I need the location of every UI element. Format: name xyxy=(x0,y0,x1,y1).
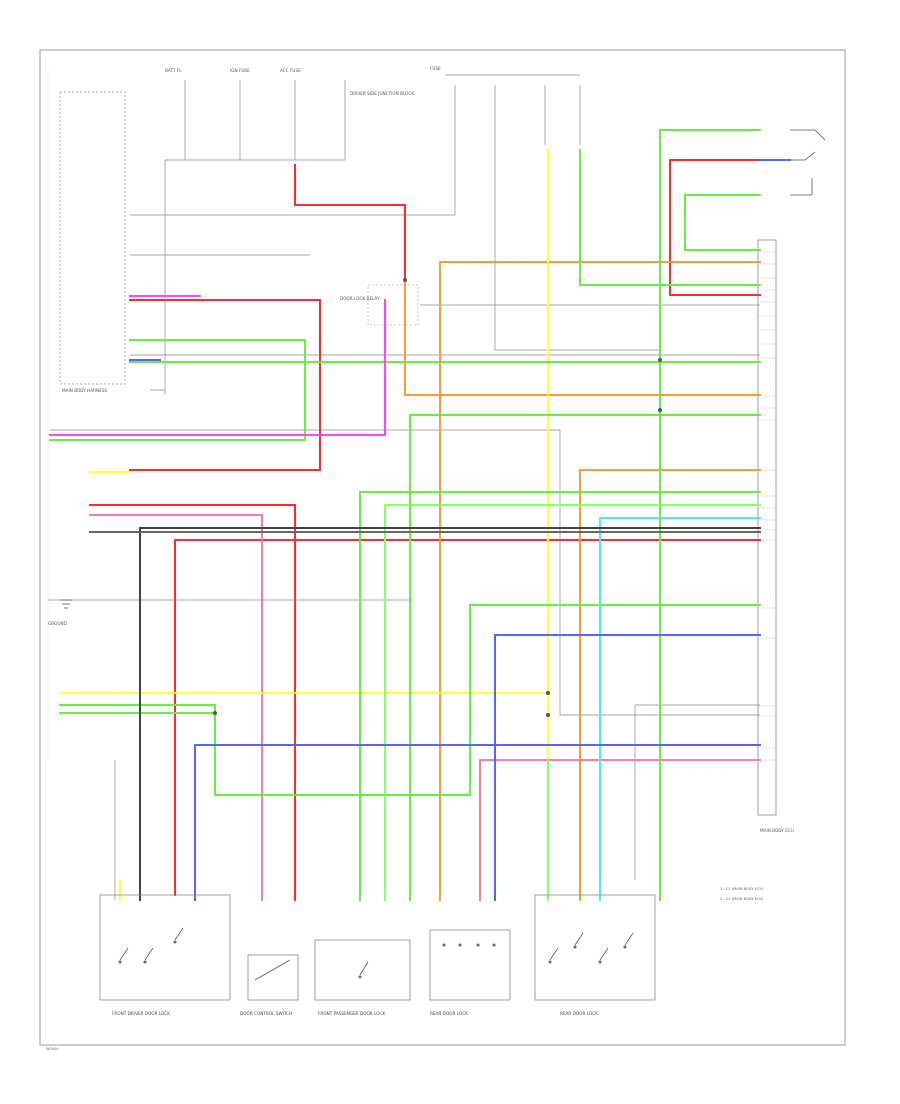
diagram-frame xyxy=(39,49,846,1046)
wire-blue-1 xyxy=(194,744,761,901)
terminal-dots xyxy=(118,940,627,979)
wire-green-1 xyxy=(579,149,761,286)
label-bottom-3: FRONT PASSENGER DOOR LOCK xyxy=(318,1011,385,1016)
wire-orange-3 xyxy=(579,469,761,901)
wire-red-right xyxy=(669,159,761,296)
top-feed-lines xyxy=(48,74,760,900)
wire-lightgreen xyxy=(384,504,761,901)
wire-cyan xyxy=(599,517,761,901)
wire-orange-1 xyxy=(404,279,761,396)
figure-id: W0000 xyxy=(46,1047,59,1051)
wire-blue-2 xyxy=(494,634,761,901)
label-harness-left: MAIN BODY HARNESS xyxy=(62,388,108,393)
ground-icon xyxy=(60,599,72,609)
label-bottom-5: REAR DOOR LOCK xyxy=(560,1011,598,1016)
wire-green-3 xyxy=(359,491,761,901)
junction-dots xyxy=(213,278,662,717)
label-bottom-1: FRONT DRIVER DOOR LOCK xyxy=(112,1011,170,1016)
wire-orange-2 xyxy=(439,261,761,901)
label-bottom-4: REAR DOOR LOCK xyxy=(430,1011,468,1016)
label-c1-note: 1 : C1 (MAIN BODY ECU) xyxy=(720,887,764,891)
label-ground: GROUND xyxy=(48,621,67,626)
component-rear-lock-left xyxy=(429,929,511,1001)
wire-magenta xyxy=(49,299,386,436)
label-door-lock-relay: DOOR LOCK RELAY xyxy=(340,296,380,301)
label-fuse-d: FUSE xyxy=(430,66,441,71)
label-junction-main: DRIVER SIDE JUNCTION BLOCK xyxy=(350,91,414,96)
wire-red-left xyxy=(129,299,321,471)
component-front-driver-lock xyxy=(99,894,231,1001)
wire-black-1 xyxy=(139,527,761,901)
wire-pink-rear xyxy=(479,759,761,901)
wire-red-top xyxy=(294,164,406,281)
wire-green-4 xyxy=(59,604,761,796)
wire-red-main xyxy=(174,539,761,896)
component-rear-lock-right xyxy=(534,894,656,1001)
left-harness-box xyxy=(59,91,126,385)
wire-green-relay xyxy=(684,194,761,251)
label-ecu-right: MAIN BODY ECU xyxy=(760,828,794,833)
label-bottom-2: DOOR CONTROL SWITCH xyxy=(240,1011,292,1016)
wire-green-2 xyxy=(409,414,761,901)
wire-red-door xyxy=(89,504,296,901)
label-fuse-a: BATT FL xyxy=(165,68,182,73)
component-switch xyxy=(247,954,299,1001)
door-switch-icon xyxy=(790,129,826,196)
label-fuse-c: ACC FUSE xyxy=(280,68,301,73)
label-fuse-b: IGN FUSE xyxy=(230,68,250,73)
component-front-pass-lock xyxy=(314,939,411,1001)
switch-contacts xyxy=(119,927,634,981)
door-lock-relay-box xyxy=(367,284,419,326)
wire-green-left xyxy=(49,339,306,441)
label-c2-note: 2 : C2 (MAIN BODY ECU) xyxy=(720,897,764,901)
wire-pink-door xyxy=(89,514,263,901)
